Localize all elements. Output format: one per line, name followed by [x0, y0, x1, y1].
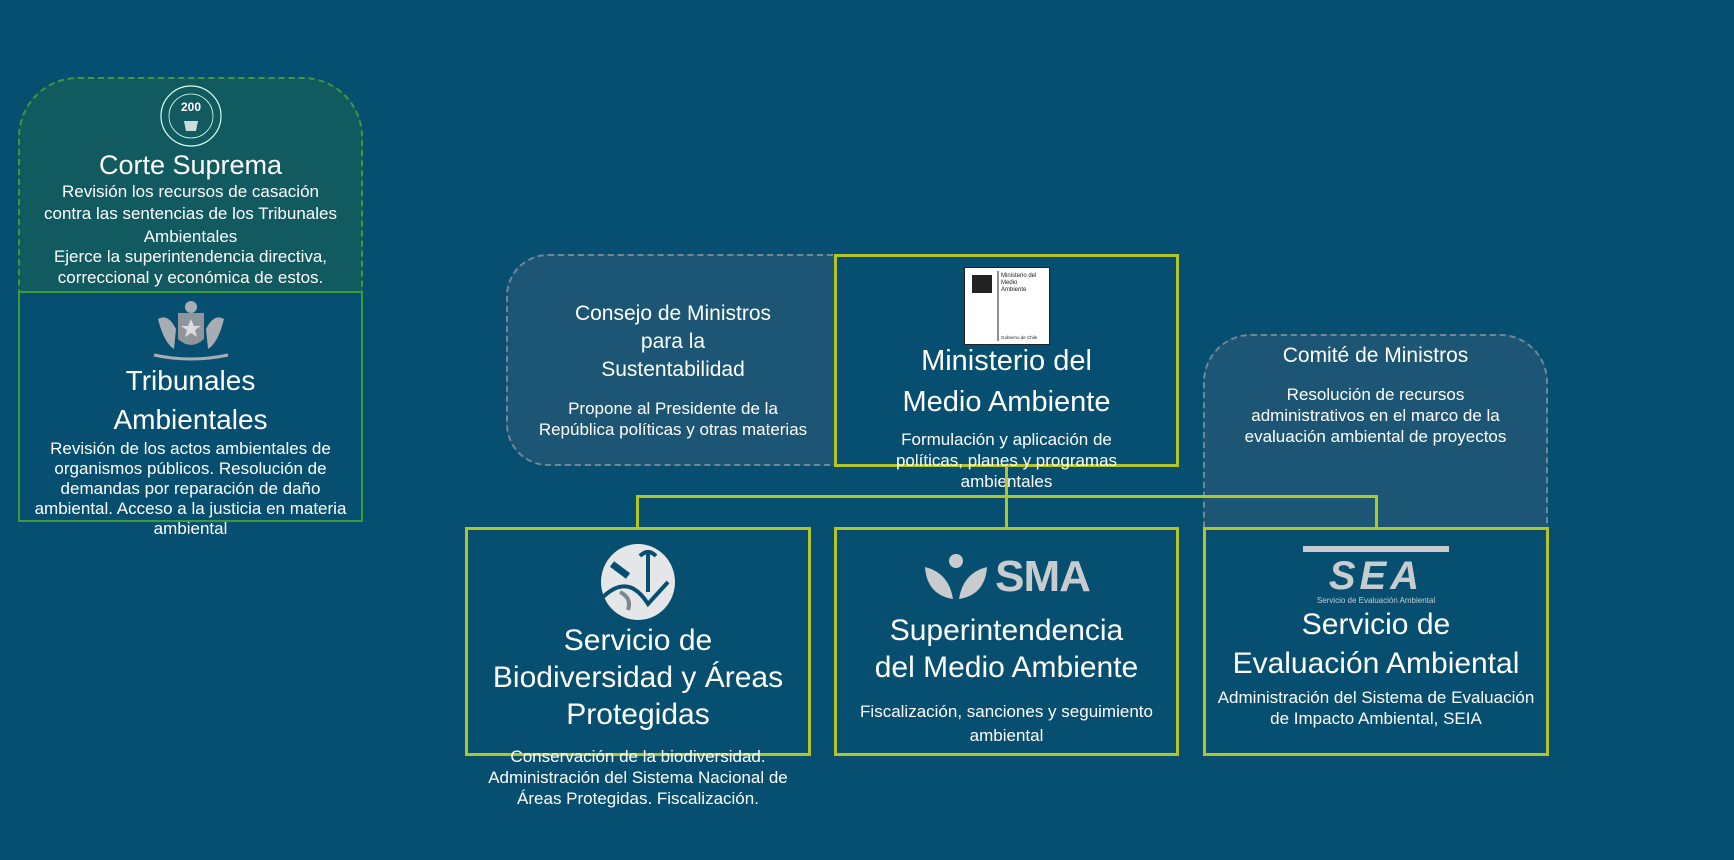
svg-text:200: 200 — [180, 100, 200, 114]
coat-of-arms-icon — [153, 301, 228, 361]
corte-suprema-desc: Revisión los recursos de casación contra… — [20, 181, 361, 288]
comite-ministros-desc: Resolución de recursos administrativos e… — [1244, 385, 1507, 446]
sea-logo-subtext: Servicio de Evaluación Ambiental — [1316, 596, 1436, 605]
sea-title: Servicio de Evaluación Ambiental — [1232, 608, 1520, 680]
sea-logo-text: SEA — [1328, 554, 1424, 598]
consejo-ministros-title: Consejo de Ministros para la Sustentabil… — [574, 302, 772, 381]
tribunales-box: Tribunales Ambientales Revisión de los a… — [18, 291, 363, 538]
biodiversity-logo — [600, 544, 675, 620]
consejo-ministros-box: Consejo de Ministros para la Sustentabil… — [506, 254, 838, 466]
svg-text:Ministerio del: Ministerio del — [1001, 273, 1036, 279]
sea-box: SEA Servicio de Evaluación Ambiental Ser… — [1203, 527, 1549, 756]
corte-suprema-title: Corte Suprema — [98, 150, 283, 180]
ministerio-logo: Ministerio del Medio Ambiente Gobierno d… — [963, 267, 1050, 345]
svg-text:Medio: Medio — [1001, 280, 1018, 286]
tribunales-title-2: Ambientales — [113, 404, 268, 435]
svg-text:Ambiente: Ambiente — [1001, 287, 1027, 293]
sma-logo-text: SMA — [995, 552, 1091, 601]
connector-horizontal — [636, 495, 1378, 498]
corte-suprema-desc-1: Revisión los recursos de casación contra… — [44, 182, 337, 223]
sea-logo-bar — [1303, 546, 1449, 552]
tribunales-desc: Revisión de los actos ambientales de org… — [34, 439, 347, 538]
corte-suprema-desc-2: Ambientales — [143, 227, 238, 246]
corte-suprema-desc-3: Ejerce la superintendencia directiva, co… — [53, 247, 328, 287]
ministerio-box: Ministerio del Medio Ambiente Gobierno d… — [834, 254, 1179, 491]
sea-desc: Administración del Sistema de Evaluación… — [1217, 688, 1535, 728]
sma-box: SMA Superintendencia del Medio Ambiente … — [834, 527, 1179, 756]
sma-desc: Fiscalización, sanciones y seguimiento a… — [860, 702, 1153, 745]
connector-right — [1375, 495, 1378, 528]
sbap-box: Servicio de Biodiversidad y Áreas Proteg… — [465, 527, 811, 808]
ministerio-title: Ministerio del Medio Ambiente — [902, 345, 1111, 418]
corte-suprema-box: 200 Corte Suprema Revisión los recursos … — [18, 77, 363, 292]
sbap-title: Servicio de Biodiversidad y Áreas Proteg… — [492, 624, 784, 731]
comite-ministros-title: Comité de Ministros — [1282, 344, 1469, 367]
tribunales-title-1: Tribunales — [125, 365, 256, 396]
connector-left — [636, 495, 639, 528]
svg-text:Gobierno de Chile: Gobierno de Chile — [1001, 335, 1038, 340]
sma-leaf-icon — [925, 554, 988, 599]
sma-title: Superintendencia del Medio Ambiente — [874, 614, 1139, 684]
consejo-ministros-desc: Propone al Presidente de la República po… — [538, 399, 808, 439]
sea-logo: SEA Servicio de Evaluación Ambiental — [1303, 546, 1449, 605]
corte-suprema-logo: 200 — [159, 85, 222, 147]
sma-logo: SMA — [837, 552, 1176, 602]
sbap-desc: Conservación de la biodiversidad. Admini… — [488, 747, 788, 808]
